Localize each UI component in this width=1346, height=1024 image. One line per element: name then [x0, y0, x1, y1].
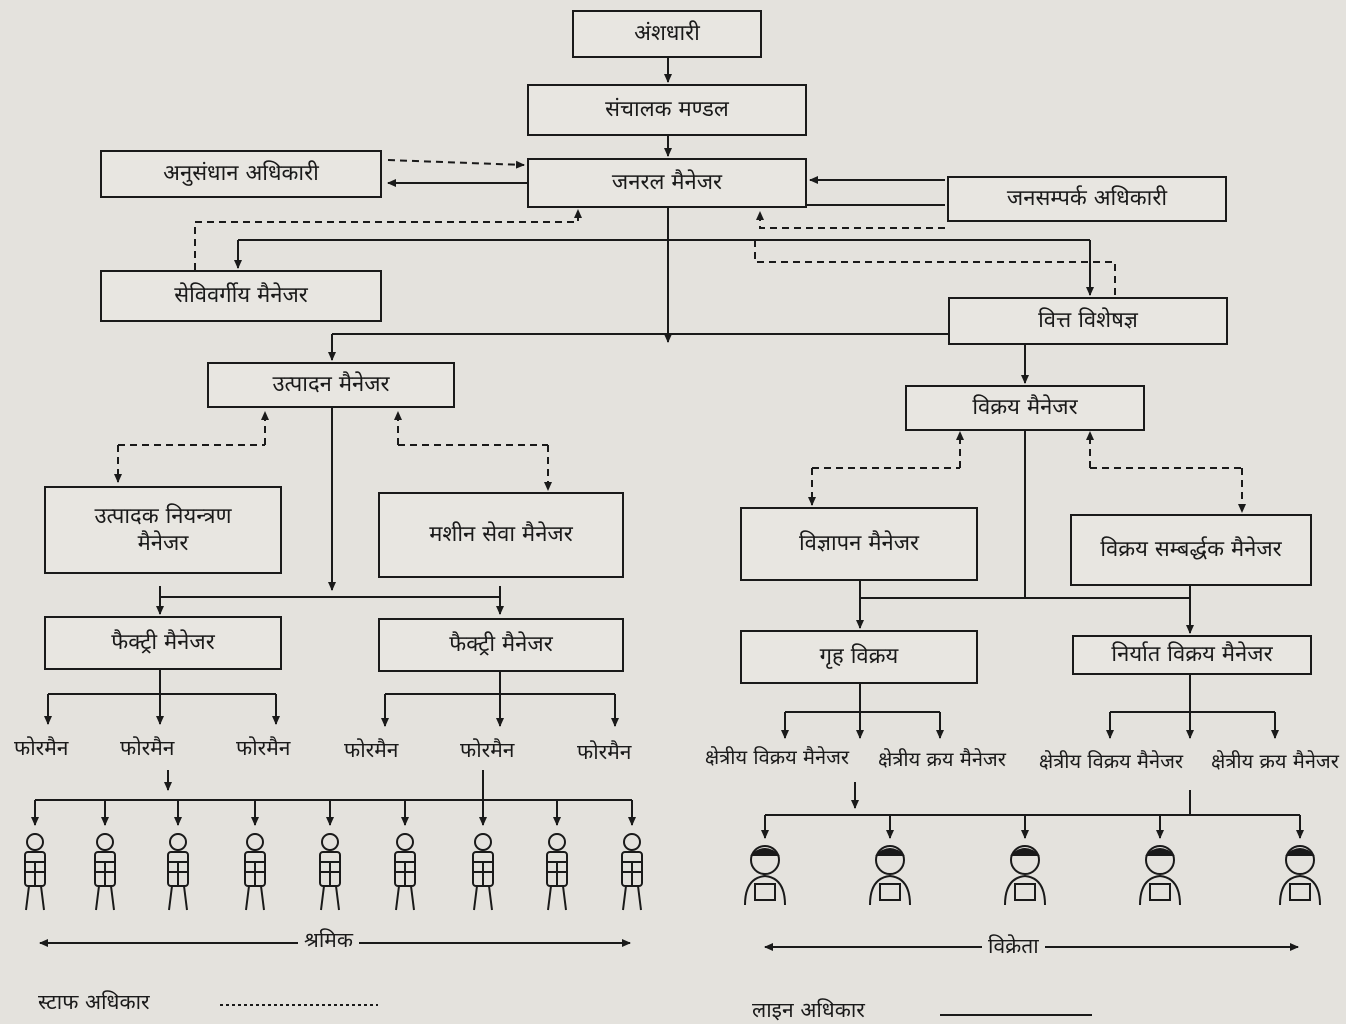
- workers-label: श्रमिक: [298, 926, 359, 954]
- home-sales-node: गृह विक्रय: [740, 630, 978, 684]
- worker-figure: [621, 833, 643, 911]
- regional-manager-label: क्षेत्रीय क्रय मैनेजर: [878, 747, 1006, 771]
- personnel-manager-node: सेविवर्गीय मैनेजर: [100, 270, 382, 322]
- machine-service-manager-node: मशीन सेवा मैनेजर: [378, 492, 624, 578]
- seller-figure: [869, 845, 911, 906]
- worker-figure: [94, 833, 116, 911]
- foreman-label: फोरमैन: [14, 736, 69, 760]
- research-officer-node: अनुसंधान अधिकारी: [100, 150, 382, 198]
- board-of-directors-node: संचालक मण्डल: [527, 84, 807, 136]
- sellers-label: विक्रेता: [982, 932, 1045, 960]
- advertising-manager-node: विज्ञापन मैनेजर: [740, 507, 978, 581]
- worker-figure: [472, 833, 494, 911]
- foreman-label: फोरमैन: [460, 738, 515, 762]
- foreman-label: फोरमैन: [344, 738, 399, 762]
- staff-authority-legend: स्टाफ अधिकार: [38, 990, 150, 1014]
- seller-figure: [1139, 845, 1181, 906]
- regional-manager-label: क्षेत्रीय विक्रय मैनेजर: [1038, 749, 1184, 773]
- worker-figure: [546, 833, 568, 911]
- seller-figure: [744, 845, 786, 906]
- foreman-label: फोरमैन: [236, 736, 291, 760]
- worker-figure: [394, 833, 416, 911]
- seller-figure: [1279, 845, 1321, 906]
- production-control-manager-node: उत्पादक नियन्त्रण मैनेजर: [44, 486, 282, 574]
- worker-figure: [244, 833, 266, 911]
- export-sales-manager-node: निर्यात विक्रय मैनेजर: [1072, 635, 1312, 675]
- line-authority-legend: लाइन अधिकार: [752, 998, 865, 1022]
- shareholders-node: अंशधारी: [572, 10, 762, 58]
- factory-manager-node-2: फैक्ट्री मैनेजर: [378, 618, 624, 672]
- sales-promotion-manager-node: विक्रय सम्बर्द्धक मैनेजर: [1070, 514, 1312, 586]
- production-manager-node: उत्पादन मैनेजर: [207, 362, 455, 408]
- finance-expert-node: वित्त विशेषज्ञ: [948, 297, 1228, 345]
- worker-figure: [24, 833, 46, 911]
- sales-manager-node: विक्रय मैनेजर: [905, 385, 1145, 431]
- pr-officer-node: जनसम्पर्क अधिकारी: [947, 176, 1227, 222]
- factory-manager-node-1: फैक्ट्री मैनेजर: [44, 616, 282, 670]
- worker-figure: [319, 833, 341, 911]
- foreman-label: फोरमैन: [120, 736, 175, 760]
- general-manager-node: जनरल मैनेजर: [527, 158, 807, 208]
- regional-manager-label: क्षेत्रीय विक्रय मैनेजर: [704, 745, 850, 769]
- worker-figure: [167, 833, 189, 911]
- foreman-label: फोरमैन: [577, 740, 632, 764]
- regional-manager-label: क्षेत्रीय क्रय मैनेजर: [1211, 749, 1339, 773]
- seller-figure: [1004, 845, 1046, 906]
